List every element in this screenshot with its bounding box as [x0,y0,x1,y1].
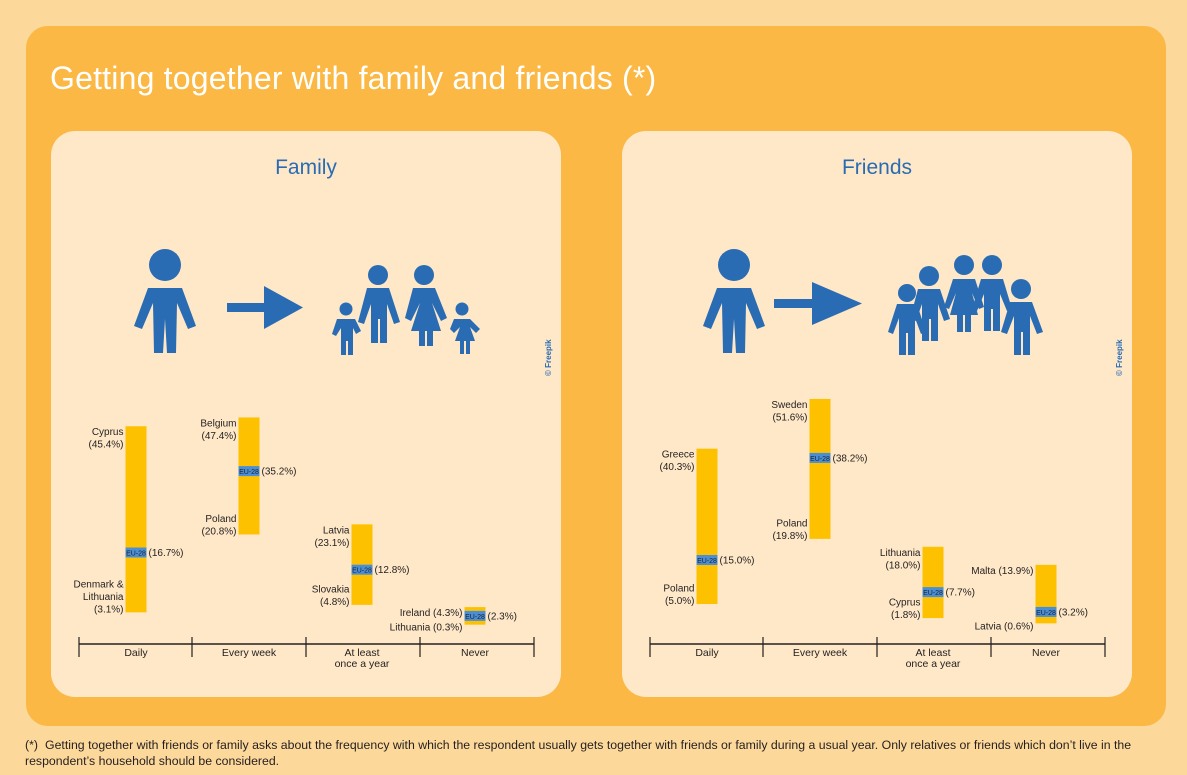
min-country-label: Poland [776,518,807,529]
min-country-label: Latvia (0.6%) [975,621,1034,632]
max-country-label: Lithuania [880,548,921,559]
max-country-label: (51.6%) [772,412,807,423]
eu-marker [922,587,944,598]
min-country-label: Cyprus [889,598,921,609]
range-bar [809,398,831,539]
max-country-label: (18.0%) [885,560,920,571]
max-country-label: Cyprus [92,427,124,438]
footnote-text: Getting together with friends or family … [25,738,1132,768]
eu-marker [809,452,831,463]
x-tick-label: Daily [124,647,148,659]
x-tick-label: Every week [222,647,277,659]
friends-group-icon [888,255,1043,355]
range-bar [922,546,944,619]
min-country-label: Lithuania (0.3%) [390,623,463,634]
min-country-label: Lithuania [83,592,124,603]
range-bar [125,426,147,613]
x-tick-label: Every week [793,647,848,659]
max-country-label: (40.3%) [659,462,694,473]
min-country-label: (5.0%) [665,596,694,607]
min-country-label: (3.1%) [94,604,123,615]
eu-marker-label: EU-28 [239,469,259,476]
eu-marker-label: EU-28 [126,551,146,558]
max-country-label: Sweden [771,400,807,411]
eu-value-label: (15.0%) [720,556,755,567]
max-country-label: Ireland (4.3%) [400,608,463,619]
eu-value-label: (35.2%) [262,467,297,478]
eu-marker-label: EU-28 [810,456,830,463]
x-tick-label: At least [344,647,379,659]
max-country-label: (47.4%) [201,431,236,442]
max-country-label: (45.4%) [88,440,123,451]
eu-value-label: (12.8%) [375,565,410,576]
eu-marker-label: EU-28 [1036,610,1056,617]
eu-marker [125,547,147,558]
eu-marker-label: EU-28 [697,558,717,565]
x-tick-label: Never [1032,647,1061,659]
max-country-label: Greece [662,450,695,461]
x-tick-label: Never [461,647,490,659]
x-tick-label: At least [915,647,950,659]
max-country-label: Belgium [200,418,236,429]
eu-value-label: (3.2%) [1059,607,1088,618]
min-country-label: (1.8%) [891,610,920,621]
friends-frequency-chart: EU-28(15.0%)Greece(40.3%)Poland(5.0%)EU-… [649,398,1106,670]
person-icon [703,249,765,353]
range-bar [696,448,718,604]
max-country-label: Latvia [323,525,350,536]
x-tick-label: once a year [906,658,961,670]
range-bar [351,524,373,605]
x-tick-label: Daily [695,647,719,659]
arrow-right-icon [227,286,303,329]
family-illustration [134,249,480,355]
min-country-label: Poland [205,514,236,525]
min-country-label: Poland [663,584,694,595]
family-frequency-chart: EU-28(16.7%)Cyprus(45.4%)Denmark &Lithua… [73,417,535,670]
eu-marker [238,466,260,477]
eu-marker [696,555,718,565]
friends-panel: Friends © Free [622,131,1132,697]
min-country-label: Denmark & [73,579,123,590]
eu-value-label: (7.7%) [946,588,975,599]
eu-marker [1035,606,1057,617]
family-panel-title: Family [275,156,337,179]
eu-value-label: (38.2%) [833,453,868,464]
min-country-label: Slovakia [312,584,350,595]
eu-marker-label: EU-28 [923,590,943,597]
eu-marker-label: EU-28 [352,568,372,575]
eu-marker [351,564,373,575]
friends-panel-title: Friends [841,156,913,179]
family-group-icon [332,265,480,355]
x-tick-label: once a year [335,658,390,670]
eu-marker [464,610,486,621]
page-title: Getting together with family and friends… [50,60,657,96]
family-panel: Family © Freepik EU-28(16.7%)C [51,131,561,697]
min-country-label: (19.8%) [772,531,807,542]
min-country-label: (4.8%) [320,597,349,608]
eu-value-label: (2.3%) [488,611,517,622]
max-country-label: Malta (13.9%) [971,566,1033,577]
footnote: (*)Getting together with friends or fami… [25,737,1170,769]
eu-marker-label: EU-28 [465,614,485,621]
footnote-marker: (*) [25,738,38,752]
friends-illustration [703,249,1043,355]
min-country-label: (20.8%) [201,526,236,537]
eu-value-label: (16.7%) [149,548,184,559]
arrow-right-icon [774,282,862,325]
max-country-label: (23.1%) [314,538,349,549]
person-icon [134,249,196,353]
